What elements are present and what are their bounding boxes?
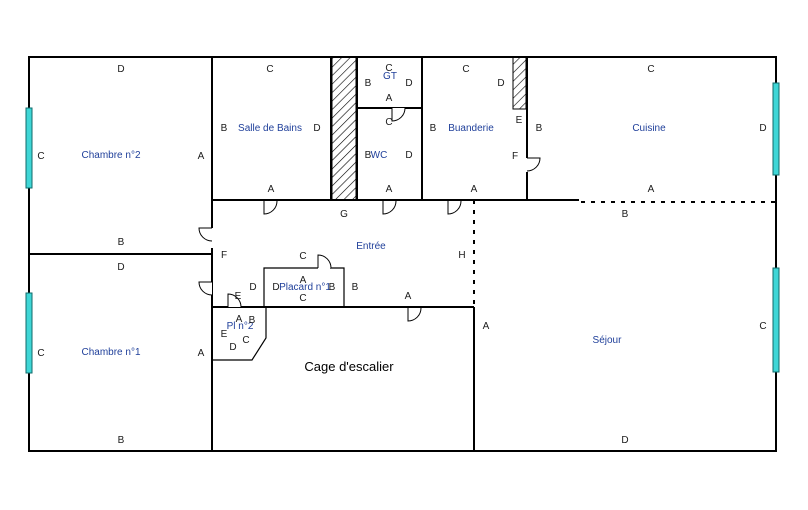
wall-letter: B — [118, 435, 125, 446]
label-entree: Entrée — [356, 241, 386, 252]
wall-letter: B — [221, 123, 228, 134]
door-buanderie — [447, 200, 462, 215]
doors — [198, 107, 541, 322]
wall-letter: D — [313, 123, 320, 134]
door-chambre2 — [198, 227, 213, 242]
wall-letter: E — [221, 329, 228, 340]
wall-letter: D — [405, 150, 412, 161]
window-sejour — [772, 267, 780, 373]
wall-letter: B — [536, 123, 543, 134]
wall-letter: C — [299, 293, 306, 304]
label-placard1: Placard n°1 — [279, 282, 331, 293]
wall-letter: C — [759, 321, 766, 332]
label-sejour: Séjour — [593, 335, 623, 346]
door-gt — [391, 107, 406, 122]
wall-letter: B — [249, 315, 256, 326]
window-chambre2 — [25, 107, 33, 189]
wall-placard1-right — [330, 267, 345, 307]
wall-letter: H — [458, 250, 465, 261]
wall-letter: F — [512, 151, 518, 162]
wall-letter: B — [118, 237, 125, 248]
window-cuisine — [772, 82, 780, 176]
windows — [25, 82, 780, 374]
technical-duct — [331, 56, 357, 201]
wall-letter: A — [268, 184, 275, 195]
wall-letter: C — [299, 251, 306, 262]
wall-letter: A — [386, 93, 393, 104]
wall-letter: A — [300, 275, 307, 286]
wall-letter: B — [329, 282, 336, 293]
door-placard2 — [227, 293, 242, 308]
wall-letter: A — [236, 314, 243, 325]
wall-letter: C — [462, 64, 469, 75]
label-cage-escalier: Cage d'escalier — [304, 359, 394, 374]
wall-placard1-left — [263, 267, 318, 307]
room-labels: Chambre n°2 Chambre n°1 Salle de Bains G… — [81, 71, 666, 374]
label-placard2: Pl n°2 — [227, 321, 254, 332]
wall-letter: E — [235, 291, 242, 302]
wall-letter: B — [430, 123, 437, 134]
wall-letter: A — [471, 184, 478, 195]
wall-letter: G — [340, 209, 348, 220]
wall-letter: D — [621, 435, 628, 446]
wall-letter: C — [242, 335, 249, 346]
wall-letter: A — [386, 184, 393, 195]
label-chambre2: Chambre n°2 — [81, 150, 140, 161]
wall-letter: C — [266, 64, 273, 75]
window-chambre1 — [25, 292, 33, 374]
technical-duct-small — [512, 56, 527, 110]
door-placard1 — [317, 254, 332, 269]
door-chambre1 — [198, 281, 213, 296]
wall-letter: B — [365, 150, 372, 161]
wall-letter: C — [385, 117, 392, 128]
wall-letter: D — [759, 123, 766, 134]
wall-letter: C — [647, 64, 654, 75]
door-salle-de-bains — [263, 200, 278, 215]
wall-letter: B — [365, 78, 372, 89]
label-chambre1: Chambre n°1 — [81, 347, 140, 358]
wall-letter: D — [229, 342, 236, 353]
wall-letters: D C A B D C A B C B D A C B D A C B D A … — [37, 63, 766, 446]
door-wc — [382, 200, 397, 215]
wall-letter: F — [221, 250, 227, 261]
wall-letter: D — [117, 262, 124, 273]
label-wc: WC — [371, 150, 388, 161]
wall-letter: D — [272, 282, 279, 293]
wall-letter: A — [198, 348, 205, 359]
label-gt: GT — [383, 71, 397, 82]
wall-letter: B — [352, 282, 359, 293]
door-cuisine — [526, 157, 541, 172]
wall-letter: C — [385, 63, 392, 74]
label-cuisine: Cuisine — [632, 123, 666, 134]
door-escalier — [407, 307, 422, 322]
wall-letter: A — [648, 184, 655, 195]
wall-letter: A — [198, 151, 205, 162]
wall-letter: A — [405, 291, 412, 302]
wall-letter: D — [405, 78, 412, 89]
wall-letter: D — [117, 64, 124, 75]
wall-letter: E — [516, 115, 523, 126]
label-salle-de-bains: Salle de Bains — [238, 123, 302, 134]
label-buanderie: Buanderie — [448, 123, 494, 134]
wall-letter: C — [37, 348, 44, 359]
wall-letter: D — [497, 78, 504, 89]
wall-letter: D — [249, 282, 256, 293]
wall-letter: B — [622, 209, 629, 220]
wall-letter: C — [37, 151, 44, 162]
wall-placard2 — [212, 307, 267, 361]
wall-letter: A — [483, 321, 490, 332]
